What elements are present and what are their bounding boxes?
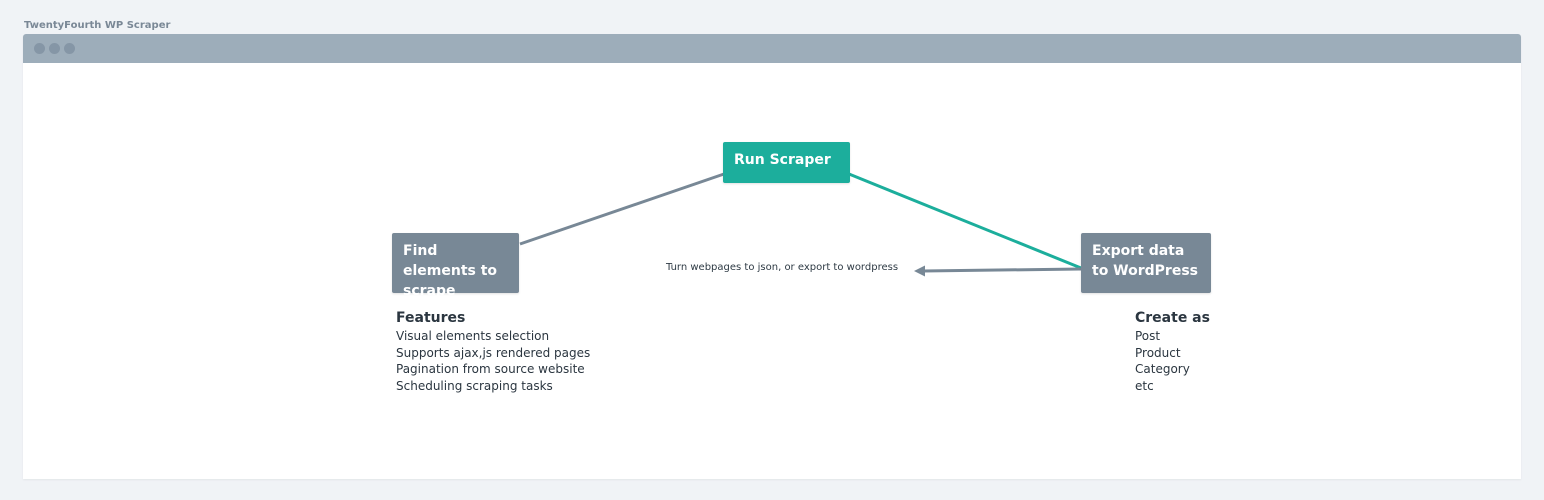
edge-export-arrow <box>922 267 1082 273</box>
node-export-data[interactable]: Export data to WordPress <box>1081 233 1211 293</box>
diagram-canvas: Run Scraper Find elements to scrape Expo… <box>23 63 1521 479</box>
edge-run-to-export <box>848 172 1082 270</box>
node-run-scraper[interactable]: Run Scraper <box>723 142 850 183</box>
create-as-item: Post <box>1135 329 1161 343</box>
create-as-item: etc <box>1135 378 1154 393</box>
features-heading: Features <box>396 310 466 326</box>
create-as-heading: Create as <box>1135 310 1210 326</box>
edge-label: Turn webpages to json, or export to word… <box>666 262 899 273</box>
window-dot-2-icon[interactable] <box>49 43 60 54</box>
features-item: Scheduling scraping tasks <box>396 378 553 393</box>
create-as-block: Create as Post Product Category etc <box>1135 309 1210 394</box>
edge-find-to-run <box>519 172 725 246</box>
create-as-item: Category <box>1135 362 1190 376</box>
create-as-item: Product <box>1135 345 1181 360</box>
node-run-scraper-label: Run Scraper <box>734 152 831 168</box>
app-window: Run Scraper Find elements to scrape Expo… <box>23 34 1521 479</box>
features-block: Features Visual elements selection Suppo… <box>396 309 590 394</box>
create-as-list: Post Product Category etc <box>1135 328 1210 394</box>
node-find-elements-label: Find elements to scrape <box>403 243 498 299</box>
node-export-data-label: Export data to WordPress <box>1092 243 1198 279</box>
app-title: TwentyFourth WP Scraper <box>24 20 171 31</box>
node-find-elements[interactable]: Find elements to scrape <box>392 233 519 299</box>
features-item: Supports ajax,js rendered pages <box>396 345 591 360</box>
window-dot-3-icon[interactable] <box>64 43 75 54</box>
features-item: Pagination from source website <box>396 362 585 376</box>
arrowhead-icon <box>914 265 925 277</box>
features-item: Visual elements selection <box>396 329 550 343</box>
diagram-connectors <box>519 172 1082 277</box>
window-titlebar <box>23 34 1521 63</box>
features-list: Visual elements selection Supports ajax,… <box>396 328 590 394</box>
window-dot-1-icon[interactable] <box>34 43 45 54</box>
